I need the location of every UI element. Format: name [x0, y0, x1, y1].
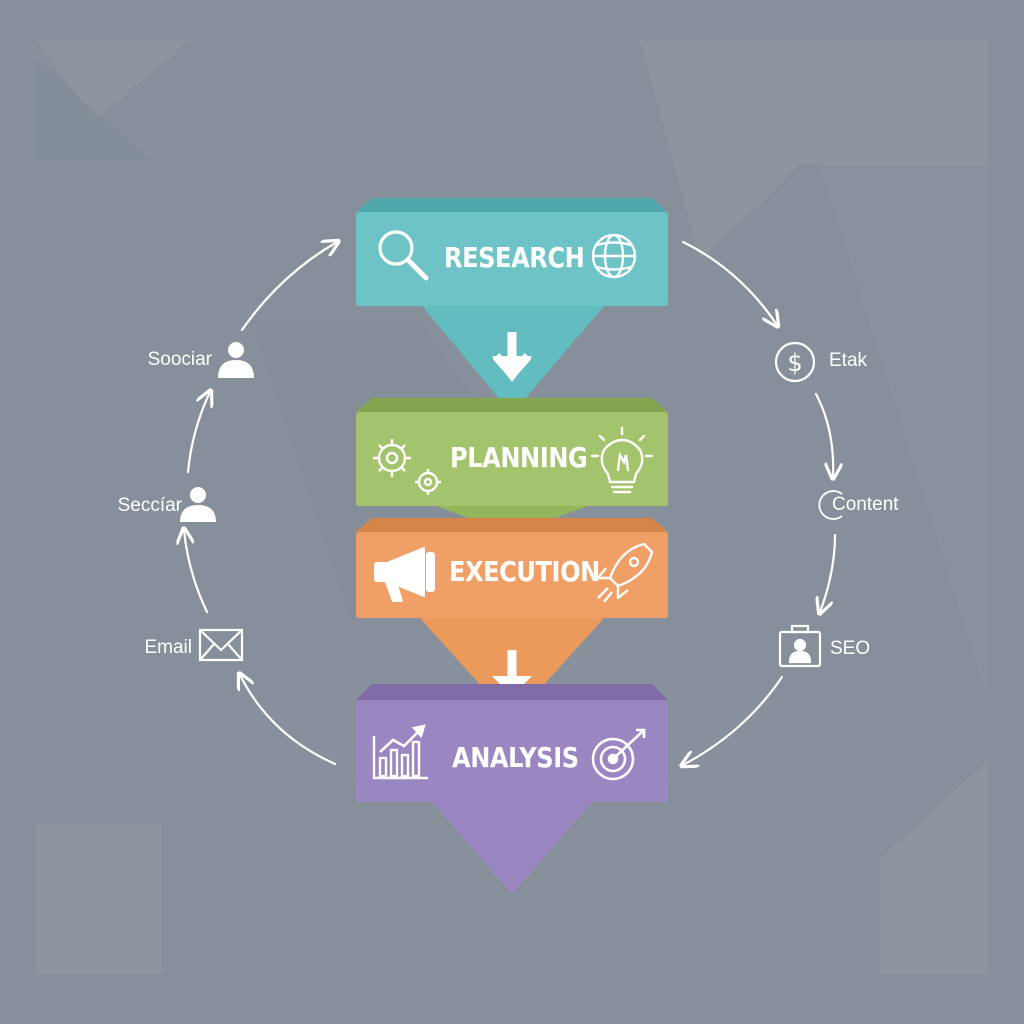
- circle-icon: [818, 490, 843, 520]
- stage-research-label: RESEARCH: [444, 241, 585, 274]
- photo-id-icon: [778, 624, 822, 668]
- stage-execution-label: EXECUTION: [449, 555, 600, 588]
- channel-label-etak: Etak: [829, 350, 868, 371]
- megaphone-icon: [374, 547, 435, 602]
- left-channel-icons: [180, 342, 254, 662]
- stage-analysis-funnel: [432, 802, 592, 894]
- globe-icon: [591, 233, 637, 279]
- arrow-left-mid-top: [186, 392, 210, 474]
- envelope-icon: [198, 628, 244, 662]
- channel-label-content: Content: [832, 494, 899, 515]
- gears-icon: [373, 439, 441, 495]
- bg-shape-top-right: [640, 40, 988, 260]
- channel-label-email: Email: [144, 637, 192, 658]
- stage-analysis-top-edge: [356, 684, 668, 700]
- arrow-right-top: [681, 240, 777, 325]
- right-channel-icons: $: [774, 341, 843, 668]
- stage-research-band: [356, 212, 668, 306]
- cycle-arrows: [184, 242, 835, 765]
- bg-triangle-top-left-2: [36, 60, 150, 160]
- arrow-left-mid-bottom: [184, 530, 209, 614]
- arrow-down-icon-1-head: [492, 356, 532, 382]
- magnifier-icon: [378, 230, 429, 281]
- stage-planning-top-edge: [356, 398, 668, 412]
- stage-analysis-label: ANALYSIS: [452, 741, 579, 774]
- stage-execution: [356, 518, 668, 720]
- funnel: [356, 198, 668, 894]
- user-icon: [218, 342, 254, 378]
- user-icon: [180, 487, 216, 522]
- dollar-icon: $: [774, 341, 816, 383]
- bar-chart-icon: [372, 724, 428, 780]
- lightbulb-icon: [590, 426, 654, 494]
- stage-research: [356, 198, 668, 414]
- arrow-left-bottom: [240, 675, 337, 766]
- stage-planning-label: PLANNING: [450, 441, 588, 474]
- stage-analysis: [356, 684, 668, 894]
- bg-square-bottom-left: [36, 824, 162, 974]
- stage-research-top-edge: [356, 198, 668, 212]
- bg-shape-bottom-right: [880, 760, 988, 974]
- stage-analysis-band: [356, 700, 668, 802]
- arrow-right-mid-top: [814, 392, 833, 477]
- target-icon: [591, 728, 646, 781]
- arrow-right-bottom: [683, 675, 784, 765]
- channel-label-seo: SEO: [830, 638, 871, 659]
- bg-triangle-top-left: [36, 40, 190, 120]
- stage-planning-band: [356, 412, 668, 506]
- rocket-icon: [596, 542, 654, 603]
- channel-label-secciar: Seccíar: [117, 495, 182, 516]
- svg-text:$: $: [787, 349, 802, 377]
- bg-shape-right: [820, 165, 988, 700]
- arrow-right-mid-bottom: [820, 533, 837, 612]
- arrow-left-top: [240, 242, 337, 332]
- channel-label-soociar: Soociar: [147, 349, 212, 370]
- stage-execution-top-edge: [356, 518, 668, 532]
